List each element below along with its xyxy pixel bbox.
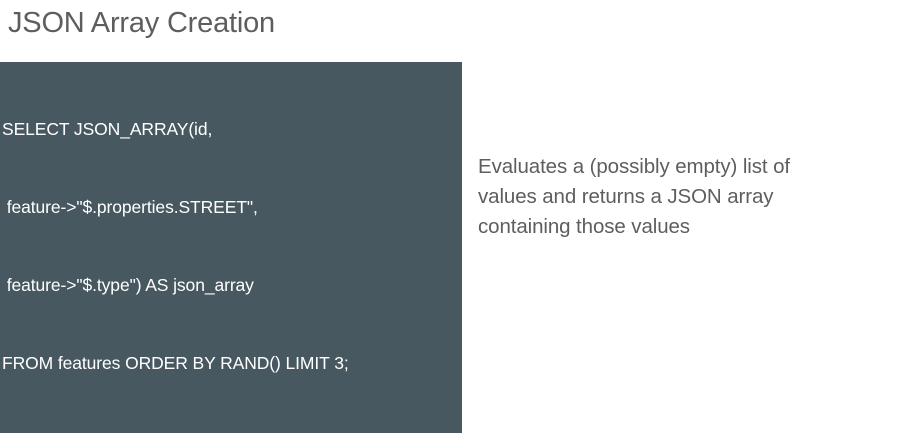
sql-query-line: feature->"$.properties.STREET", bbox=[2, 197, 258, 217]
description-line: Evaluates a (possibly empty) list of bbox=[478, 155, 790, 178]
description-line: containing those values bbox=[478, 215, 690, 238]
description-line: values and returns a JSON array bbox=[478, 185, 774, 208]
sql-query-line: SELECT JSON_ARRAY(id, bbox=[2, 119, 213, 139]
sql-query-line: FROM features ORDER BY RAND() LIMIT 3; bbox=[2, 353, 349, 373]
sql-query-block: SELECT JSON_ARRAY(id, feature->"$.proper… bbox=[0, 62, 462, 428]
description-text: Evaluates a (possibly empty) list of val… bbox=[478, 152, 908, 242]
sql-query-line: feature->"$.type") AS json_array bbox=[2, 275, 254, 295]
code-panel: SELECT JSON_ARRAY(id, feature->"$.proper… bbox=[0, 62, 462, 433]
blank-line bbox=[0, 428, 462, 433]
page-title: JSON Array Creation bbox=[8, 7, 275, 39]
